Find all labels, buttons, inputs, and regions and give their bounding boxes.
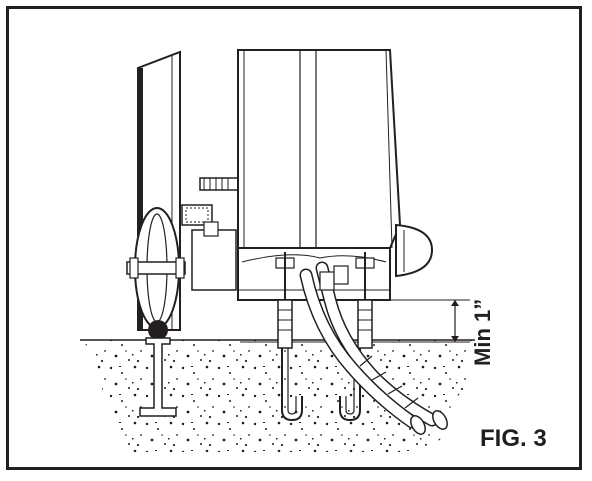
anchor-bolt-right <box>339 252 375 422</box>
gate-wheel <box>126 207 186 329</box>
operator-housing <box>237 49 402 249</box>
concrete-ground <box>80 339 475 452</box>
track-rail <box>139 320 177 417</box>
cable-conduits <box>299 261 448 435</box>
anchor-bolt-left <box>275 252 303 422</box>
clearance-label: Min 1” <box>470 298 495 366</box>
release-knob <box>395 223 434 278</box>
clearance-dimension <box>390 299 470 342</box>
figure-label: FIG. 3 <box>480 425 547 452</box>
drive-bracket <box>181 177 245 291</box>
